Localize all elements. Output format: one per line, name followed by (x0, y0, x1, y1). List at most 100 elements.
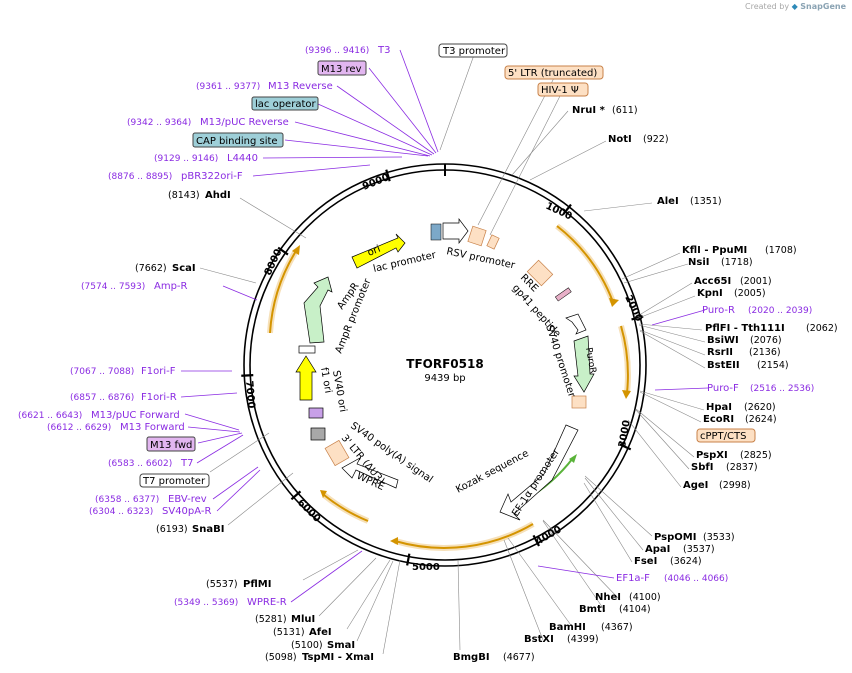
enzyme-label: TspMI - XmaI (302, 652, 374, 663)
primer-range: (7574 .. 7593) (81, 282, 145, 292)
tick-mark (385, 169, 391, 182)
enzyme-label: NsiI (688, 257, 709, 268)
enzyme-cut: (2837) (726, 462, 758, 473)
enzyme-label: PspOMI (654, 532, 696, 543)
enzyme-cut: (2620) (744, 402, 776, 413)
snapgene-credit: Created by ◆ SnapGene (745, 2, 846, 11)
enzyme-cut: (611) (612, 105, 638, 116)
enzyme-label: ApaI (645, 544, 670, 555)
primer-label: EBV-rev (168, 494, 207, 505)
inner-features (295, 217, 595, 521)
enzyme-label: AhdI (205, 190, 231, 201)
ltr5-label-box (504, 65, 604, 80)
tick-mark (406, 553, 411, 566)
tick-mark (277, 246, 289, 256)
primer-range: (6612 .. 6629) (47, 423, 111, 433)
orf-arc (556, 225, 614, 303)
enzyme-cut: (7662) (135, 263, 167, 274)
m13-rev-label: M13 rev (321, 64, 362, 75)
puror-arrow (573, 335, 595, 393)
primer-label: F1ori-F (141, 366, 176, 377)
enzyme-cut: (4100) (629, 592, 661, 603)
tick-label: 2000 (622, 294, 644, 324)
enzyme-label: BstEII (707, 360, 740, 371)
enzyme-label: ScaI (172, 263, 196, 274)
green-arrowhead (569, 454, 577, 463)
enzyme-label: SnaBI (192, 524, 224, 535)
enzyme-label: BmgBI (453, 652, 490, 663)
enzyme-label: NruI * (572, 105, 606, 116)
enzyme-label: KpnI (697, 288, 723, 299)
enzyme-label: NheI (595, 592, 621, 603)
tick-label: 9000 (361, 172, 391, 193)
restriction-sites: NruI * (611) NotI (922) AleI (1351) KflI… (135, 105, 838, 663)
cppt-label-box (696, 428, 756, 443)
ltr3-box (324, 439, 350, 467)
tick-mark (290, 490, 302, 501)
primer-range: (9129 .. 9146) (154, 154, 218, 164)
primer-label: pBR322ori-F (181, 171, 243, 182)
cap-site-label-box (192, 132, 284, 148)
primer-range: (6621 .. 6643) (18, 411, 82, 421)
sv40-ori-box (308, 407, 324, 419)
plasmid-size: 9439 bp (424, 373, 465, 384)
t3-promoter-box (438, 43, 508, 58)
sv40-promoter-arrow (565, 313, 587, 335)
ef1a-promoter-arrow (499, 424, 579, 521)
backbone (241, 163, 647, 567)
primer-range: (6304 .. 6323) (89, 507, 153, 517)
ltr5-box (467, 225, 487, 247)
kozak-label: Kozak sequence (454, 448, 530, 496)
enzyme-label: AfeI (309, 627, 332, 638)
enzyme-cut: (1718) (721, 257, 753, 268)
f1-ori-label: f1 ori (318, 367, 333, 395)
enzyme-label: BmtI (579, 604, 606, 615)
enzyme-cut: (2998) (719, 480, 751, 491)
orf-arrowhead (292, 245, 300, 255)
primer-label: WPRE-R (247, 597, 287, 608)
enzyme-cut: (5100) (291, 640, 323, 651)
enzyme-cut: (922) (643, 134, 669, 145)
tick-label: 7000 (243, 380, 256, 409)
cppt-box (571, 395, 587, 409)
enzyme-cut: (2062) (806, 323, 838, 334)
enzyme-cut: (1708) (765, 245, 797, 256)
hiv-psi-label-box (537, 82, 589, 97)
hiv-psi-label: HIV-1 Ψ (541, 85, 579, 96)
enzyme-label: SmaI (327, 640, 355, 651)
orf-arc (269, 250, 297, 334)
ltr5-label: 5' LTR (truncated) (508, 68, 597, 79)
primer-label: SV40pA-R (162, 506, 211, 517)
primer-label: EF1a-F (616, 573, 650, 584)
ampr-arrow (303, 276, 333, 344)
sv40-polya-box (310, 427, 326, 441)
feature-boxes: T3 promoter 5' LTR (truncated) HIV-1 Ψ c… (139, 43, 756, 488)
primer-range: (9396 .. 9416) (305, 46, 369, 56)
credit-brand: SnapGene (800, 2, 846, 11)
tick-label: 1000 (544, 201, 574, 223)
primer-label: M13 Reverse (268, 81, 333, 92)
enzyme-cut: (2624) (745, 414, 777, 425)
primer-label: T7 (180, 458, 193, 469)
tick-label: 8000 (263, 247, 285, 277)
sv40-promoter-label: SV40 promoter (543, 324, 577, 400)
rsv-promoter-arrow (442, 217, 469, 245)
orf-arrowhead (320, 490, 327, 498)
enzyme-cut: (2154) (757, 360, 789, 371)
enzyme-cut: (2136) (749, 347, 781, 358)
primer-range: (2516 .. 2536) (750, 384, 814, 394)
enzyme-cut: (2076) (750, 335, 782, 346)
credit-prefix: Created by (745, 2, 790, 11)
enzyme-cut: (2001) (740, 276, 772, 287)
orf-arrowhead (609, 298, 619, 307)
enzyme-label: HpaI (706, 402, 732, 413)
primer-range: (9361 .. 9377) (196, 82, 260, 92)
t3-promoter-label: T3 promoter (442, 46, 506, 57)
orf-arc (323, 494, 369, 522)
primer-label: T3 (377, 45, 390, 56)
enzyme-label: RsrII (707, 347, 733, 358)
tick-label: 3000 (617, 419, 633, 448)
connector-lines (199, 54, 706, 655)
cap-site-label: CAP binding site (196, 136, 278, 147)
primer-label: Amp-R (154, 281, 188, 292)
